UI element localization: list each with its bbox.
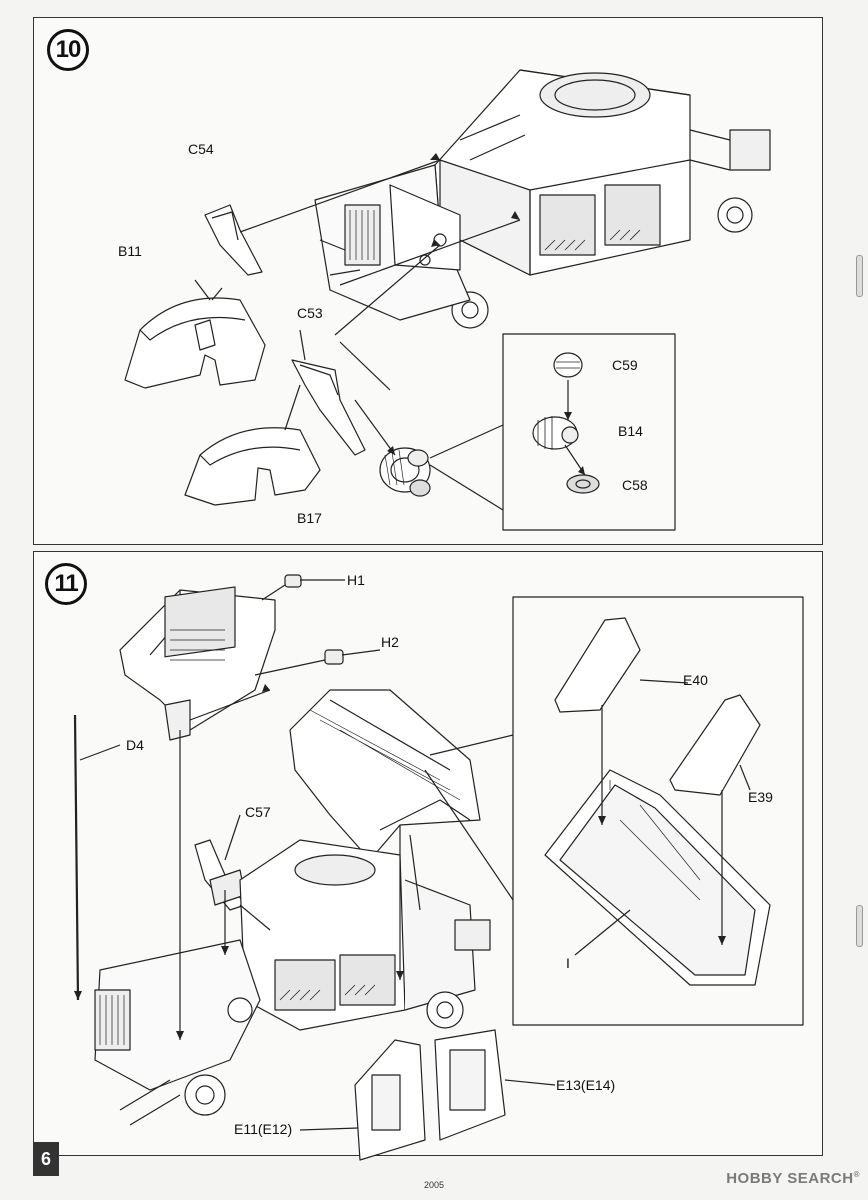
part-chassis-frame xyxy=(289,689,481,861)
label-d4: D4 xyxy=(126,737,144,753)
watermark-reg: ® xyxy=(853,1170,860,1179)
label-e39: E39 xyxy=(748,789,773,805)
document-code: 2005 xyxy=(424,1180,445,1190)
part-c54 xyxy=(204,204,263,276)
label-c59: C59 xyxy=(612,357,638,373)
part-c53 xyxy=(291,359,366,456)
part-b11 xyxy=(124,297,266,389)
page-number: 6 xyxy=(33,1142,59,1176)
part-e40 xyxy=(554,617,641,713)
label-b11: B11 xyxy=(118,243,142,259)
part-hood xyxy=(119,586,276,741)
part-door-e13 xyxy=(434,1029,506,1141)
label-c54: C54 xyxy=(188,141,214,157)
binder-clip xyxy=(856,255,863,297)
part-d4 xyxy=(73,714,80,1001)
step-11-number: 11 xyxy=(45,563,87,605)
part-c57 xyxy=(194,839,246,911)
part-i xyxy=(544,769,771,986)
label-h2: H2 xyxy=(381,634,399,650)
label-c53: C53 xyxy=(297,305,323,321)
part-door-e11 xyxy=(354,1039,426,1161)
label-i: I xyxy=(566,955,570,971)
part-e39 xyxy=(669,694,761,796)
part-h2 xyxy=(324,649,344,665)
part-h1 xyxy=(284,574,302,588)
label-c57: C57 xyxy=(245,804,271,820)
vehicle-cab-step11 xyxy=(94,839,491,1126)
vehicle-cab-step10 xyxy=(314,69,771,329)
label-b14: B14 xyxy=(618,423,643,439)
label-h1: H1 xyxy=(347,572,365,588)
binder-clip xyxy=(856,905,863,947)
label-e40: E40 xyxy=(683,672,708,688)
part-b17 xyxy=(184,427,321,506)
label-e13-e14: E13(E14) xyxy=(556,1077,616,1093)
watermark-text: HOBBY SEARCH xyxy=(726,1170,854,1187)
label-c58: C58 xyxy=(622,477,648,493)
watermark: HOBBY SEARCH® xyxy=(726,1170,860,1187)
wheel-hub-assembly xyxy=(379,447,431,497)
label-e11-e12: E11(E12) xyxy=(234,1121,293,1137)
label-b17: B17 xyxy=(297,510,322,526)
step-10-number: 10 xyxy=(47,29,89,71)
detail-box-c59 xyxy=(502,333,676,531)
